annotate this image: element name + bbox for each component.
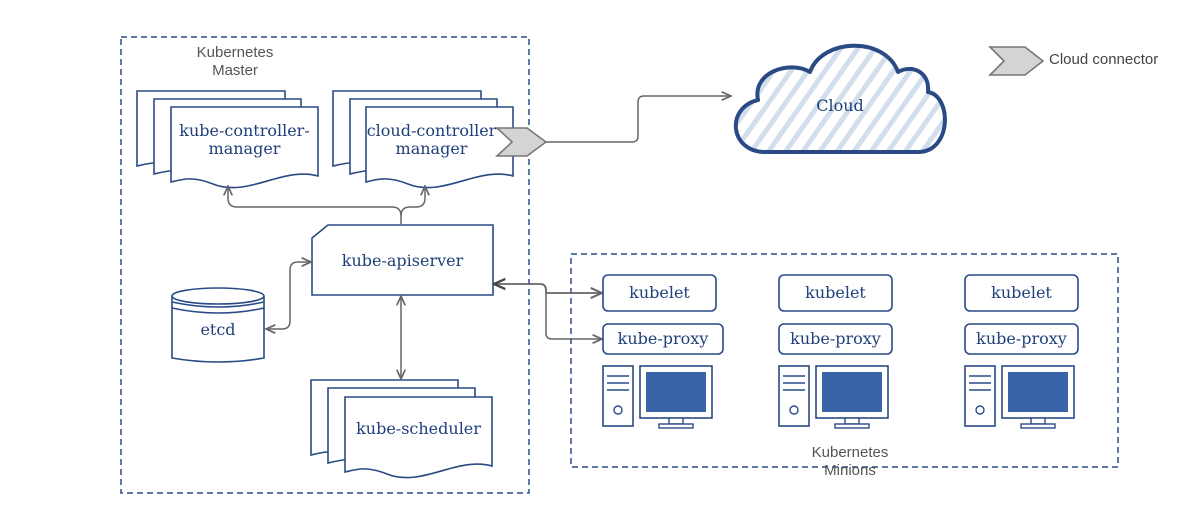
legend-connector-icon bbox=[988, 46, 1045, 76]
cloud-label: Cloud bbox=[816, 96, 864, 115]
kube-proxy-box bbox=[602, 323, 724, 355]
master-region bbox=[120, 36, 530, 494]
node-2-kubelet-label: kubelet bbox=[805, 283, 866, 302]
kubelet-box bbox=[778, 274, 893, 312]
master-title: Kubernetes Master bbox=[196, 44, 274, 79]
ccm-apiserver-connector bbox=[400, 186, 425, 217]
ccm-to-cloud-connector bbox=[546, 96, 731, 143]
kube-controller-manager-node bbox=[136, 90, 319, 189]
computer-icon bbox=[602, 365, 713, 429]
kube-proxy-box bbox=[964, 323, 1079, 355]
kube-apiserver-label: kube-apiserver bbox=[341, 251, 464, 270]
node-2-kube-proxy-label: kube-proxy bbox=[790, 329, 881, 348]
apiserver-kubelet-connector bbox=[494, 284, 602, 293]
minions-region bbox=[570, 253, 1119, 468]
cloud-controller-manager-label: cloud-controller manager bbox=[366, 121, 497, 158]
node-3 bbox=[964, 274, 1079, 429]
kube-scheduler-label: kube-scheduler bbox=[356, 419, 481, 438]
node-3-kubelet-label: kubelet bbox=[991, 283, 1052, 302]
kube-scheduler-node bbox=[310, 379, 493, 479]
apiserver-etcd-connector bbox=[266, 262, 311, 329]
node-1 bbox=[602, 274, 724, 429]
computer-icon bbox=[964, 365, 1075, 429]
kube-proxy-box bbox=[778, 323, 893, 355]
kube-controller-manager-label: kube-controller- manager bbox=[179, 121, 310, 158]
minions-title: Kubernetes Minions bbox=[811, 444, 889, 479]
kubelet-box bbox=[602, 274, 717, 312]
node-1-kube-proxy-label: kube-proxy bbox=[617, 329, 709, 348]
cloud-connector-chevron bbox=[494, 127, 548, 157]
etcd-node bbox=[171, 287, 265, 363]
computer-icon bbox=[778, 365, 889, 429]
node-3-kube-proxy-label: kube-proxy bbox=[976, 329, 1067, 348]
node-2 bbox=[778, 274, 893, 429]
etcd-label: etcd bbox=[200, 320, 236, 339]
cloud-controller-manager-node bbox=[332, 90, 514, 189]
node-1-kubelet-label: kubelet bbox=[629, 283, 690, 302]
legend-label: Cloud connector bbox=[1049, 51, 1159, 68]
cloud-node bbox=[733, 43, 947, 154]
kcm-apiserver-connector bbox=[228, 186, 402, 224]
kubelet-box bbox=[964, 274, 1079, 312]
apiserver-kubeproxy-connector bbox=[545, 290, 602, 339]
